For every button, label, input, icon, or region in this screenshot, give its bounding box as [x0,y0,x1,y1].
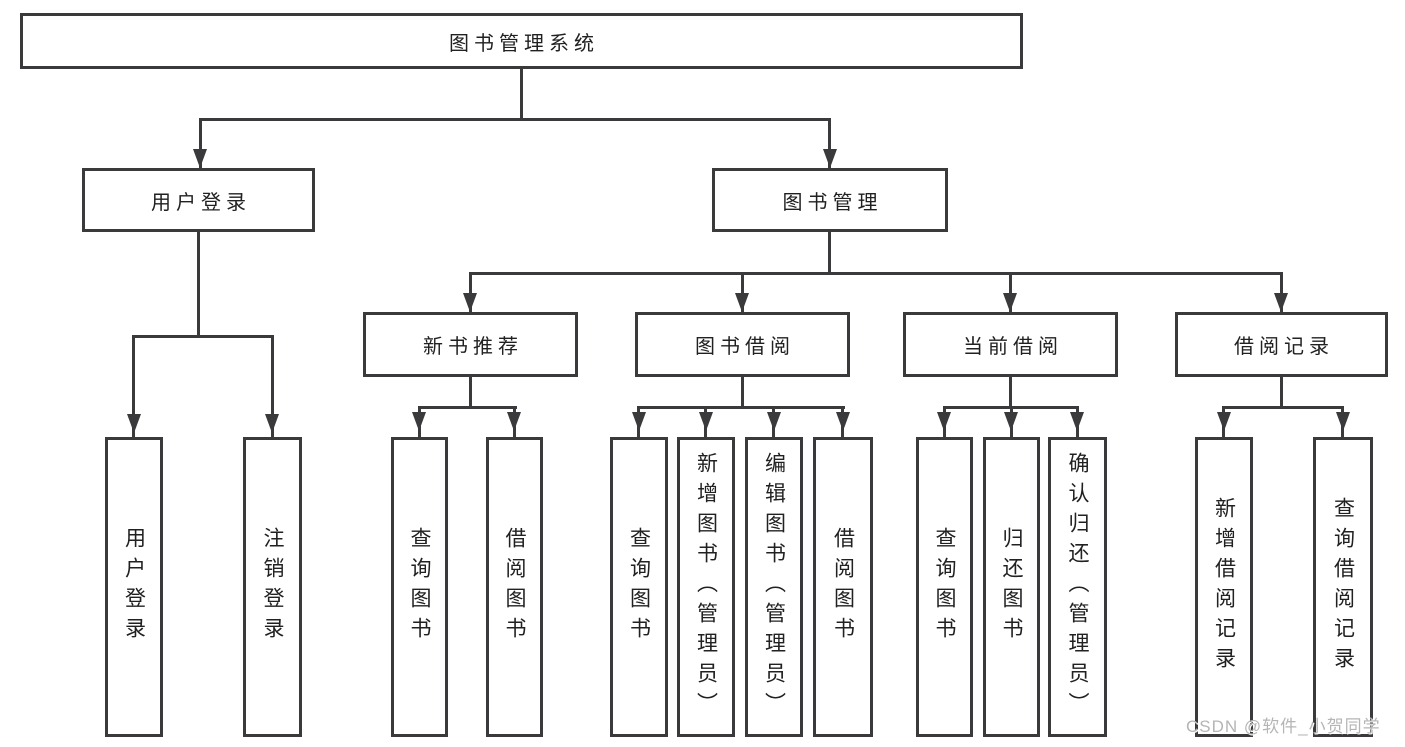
connector-records-bar [1222,406,1344,409]
arrowhead-user-login [193,149,207,168]
arrowhead-records-leaf-2 [1336,412,1350,431]
leaf-borrow-books-1: 借阅图书 [486,437,543,737]
arrowhead-book-borrow [735,293,749,312]
arrowhead-current-leaf-3 [1070,412,1084,431]
connector-user-v [197,232,200,337]
connector-borrow-bar [637,406,845,409]
leaf-query-books-1: 查询图书 [391,437,448,737]
arrowhead-borrow-leaf-2 [699,412,713,431]
node-borrow-records: 借阅记录 [1175,312,1388,377]
node-root-label: 图书管理系统 [449,32,599,55]
arrowhead-newbook-leaf-1 [412,412,426,431]
leaf-add-borrow-record: 新增借阅记录 [1195,437,1253,737]
connector-l3-stem-4 [1280,272,1283,312]
node-borrow-records-label: 借阅记录 [1234,336,1334,358]
connector-l3-stem-3 [1009,272,1012,312]
connector-user-bar [133,335,274,338]
connector-records-v [1280,377,1283,408]
node-new-book-recommend-label: 新书推荐 [423,336,523,358]
connector-borrow-v [741,377,744,408]
leaf-query-borrow-record: 查询借阅记录 [1313,437,1373,737]
leaf-query-books-2: 查询图书 [610,437,668,737]
arrowhead-borrow-leaf-4 [836,412,850,431]
node-current-borrow: 当前借阅 [903,312,1118,377]
arrowhead-borrow-leaf-3 [767,412,781,431]
arrowhead-current-borrow [1003,293,1017,312]
node-user-login: 用户登录 [82,168,315,232]
connector-leaf-login-stem [132,335,135,437]
node-book-borrow: 图书借阅 [635,312,850,377]
arrowhead-borrow-leaf-1 [632,412,646,431]
arrowhead-leaf-login [127,414,141,433]
leaf-user-login: 用户登录 [105,437,163,737]
connector-newbook-bar [418,406,517,409]
connector-newbook-v [469,377,472,408]
node-book-management: 图书管理 [712,168,948,232]
arrowhead-current-leaf-2 [1004,412,1018,431]
leaf-return-book: 归还图书 [983,437,1040,737]
arrowhead-new-book [463,293,477,312]
connector-level3-bar [469,272,1283,275]
csdn-watermark: CSDN @软件_小贺同学 [1186,717,1381,736]
leaf-add-book-admin: 新增图书（管理员） [677,437,735,737]
connector-root-stem [520,69,523,120]
arrowhead-leaf-logout [265,414,279,433]
connector-level2-bar [199,118,831,121]
arrowhead-borrow-records [1274,293,1288,312]
connector-l3-stem-2 [741,272,744,312]
connector-user-login-stem [199,118,202,168]
connector-current-v [1009,377,1012,408]
node-book-management-label: 图书管理 [782,191,883,214]
node-user-login-label: 用户登录 [151,191,251,214]
connector-book-mgmt-stem [828,118,831,168]
node-book-borrow-label: 图书借阅 [695,336,795,358]
connector-l3-stem-1 [469,272,472,312]
leaf-borrow-books-2: 借阅图书 [813,437,873,737]
connector-leaf-logout-stem [271,335,274,437]
connector-book-v [828,232,831,274]
node-root: 图书管理系统 [20,13,1023,69]
node-new-book-recommend: 新书推荐 [363,312,578,377]
leaf-query-books-3: 查询图书 [916,437,973,737]
leaf-logout: 注销登录 [243,437,302,737]
arrowhead-newbook-leaf-2 [507,412,521,431]
arrowhead-current-leaf-1 [937,412,951,431]
arrowhead-records-leaf-1 [1217,412,1231,431]
leaf-confirm-return-admin: 确认归还（管理员） [1048,437,1107,737]
node-current-borrow-label: 当前借阅 [963,336,1063,358]
arrowhead-book-mgmt [823,149,837,168]
leaf-edit-book-admin: 编辑图书（管理员） [745,437,803,737]
